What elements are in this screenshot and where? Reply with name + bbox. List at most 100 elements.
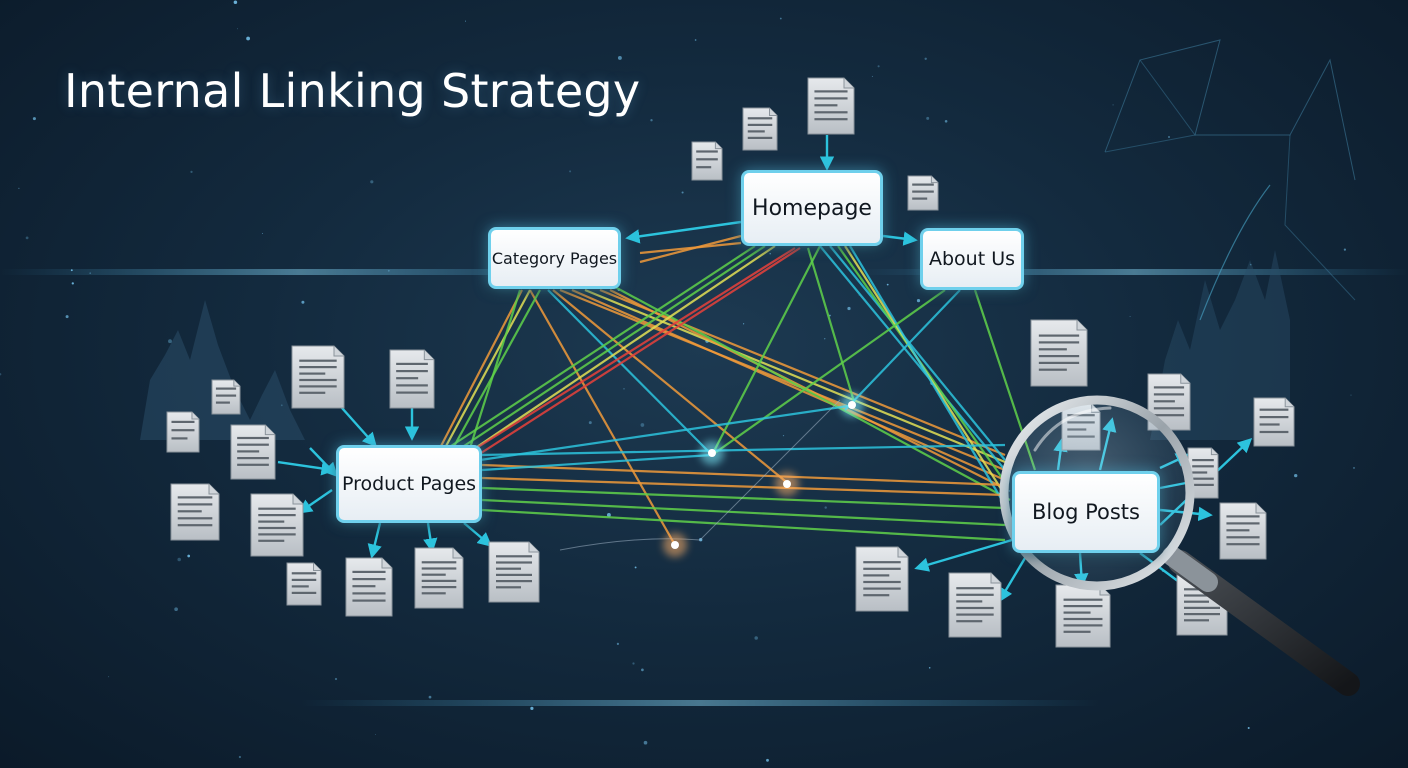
document-text-line: [1184, 619, 1209, 622]
link-line-orange: [439, 289, 523, 449]
star-dot: [743, 323, 745, 325]
document-text-line: [863, 567, 901, 570]
document-fold: [208, 484, 219, 495]
document-text-line: [299, 378, 337, 382]
link-line-cyan: [547, 289, 713, 456]
document-text-line: [237, 450, 260, 453]
star-dot: [301, 300, 305, 304]
document-text-line: [1038, 341, 1080, 344]
constellation: [1284, 134, 1356, 301]
star-dot: [616, 642, 620, 646]
document-icon: [414, 547, 464, 609]
link-line-yellow: [464, 245, 776, 456]
magnifier-collar: [1162, 546, 1218, 592]
document-text-line: [1153, 393, 1185, 396]
star-dot: [824, 506, 827, 509]
page-document-icons: [166, 77, 1295, 648]
junction-dot: [848, 401, 856, 409]
document-icon: [907, 175, 939, 211]
document-text-line: [1192, 483, 1214, 486]
star-dot: [588, 421, 592, 425]
link-line-cyan: [819, 245, 1006, 471]
link-line-yellow: [444, 289, 531, 449]
diagram-title: Internal Linking Strategy: [64, 64, 641, 118]
star-dot: [569, 170, 572, 173]
document-text-line: [956, 606, 994, 610]
star-dot: [650, 119, 653, 122]
document-text-line: [1192, 459, 1214, 462]
document-text-line: [291, 591, 317, 594]
document-text-line: [396, 377, 419, 380]
star-dot: [1353, 466, 1355, 469]
document-fold: [452, 548, 463, 559]
document-icon: [742, 107, 778, 151]
connector-arrow: [297, 489, 333, 514]
document-text-line: [421, 586, 457, 589]
link-line-green: [451, 289, 541, 451]
document-text-line: [1038, 368, 1067, 371]
document-text-line: [299, 372, 326, 375]
document-text-line: [1063, 611, 1091, 614]
star-dot: [428, 695, 432, 699]
document-icon: [691, 141, 723, 181]
document-fold: [381, 558, 392, 569]
document-icon: [855, 546, 909, 612]
document-icon: [807, 77, 855, 135]
document-text-line: [352, 570, 386, 573]
document-text-line: [1192, 465, 1214, 468]
link-line-orange: [552, 289, 791, 486]
document-text-line: [258, 507, 296, 510]
document-text-line: [291, 572, 317, 575]
star-dot: [681, 191, 684, 194]
star-dot: [926, 116, 930, 120]
document-text-line: [496, 586, 521, 589]
star-dot: [634, 566, 637, 569]
star-dot: [689, 430, 692, 432]
link-line-orange: [481, 463, 1006, 487]
document-text-line: [863, 561, 901, 564]
star-dot: [236, 28, 239, 30]
star-dot: [782, 435, 785, 437]
link-junction-glows: [663, 393, 864, 557]
document-text-line: [863, 574, 890, 577]
document-text-line: [299, 385, 337, 388]
document-text-line: [912, 190, 934, 193]
star-dot: [1343, 248, 1346, 251]
document-text-line: [814, 111, 848, 114]
node-blog-posts: Blog Posts: [1012, 471, 1160, 553]
star-dot: [0, 373, 2, 376]
connector-arrow: [998, 552, 1030, 603]
link-line-orange: [571, 288, 1006, 482]
link-line-red: [477, 247, 801, 456]
document-text-line: [237, 463, 269, 466]
light-streak: [0, 269, 600, 275]
document-fold: [1255, 503, 1266, 514]
document-text-line: [1226, 543, 1260, 546]
node-category-pages: Category Pages: [488, 227, 621, 289]
document-text-line: [1153, 407, 1185, 410]
document-text-line: [299, 359, 337, 362]
document-icon: [211, 379, 241, 415]
document-text-line: [258, 520, 285, 523]
link-line-cyan: [829, 245, 1006, 461]
document-text-line: [1184, 613, 1220, 616]
star-dot: [924, 57, 927, 60]
document-text-line: [1184, 594, 1220, 597]
document-text-line: [1038, 355, 1080, 358]
connector-arrow: [914, 538, 1013, 572]
document-text-line: [1063, 617, 1103, 621]
document-text-line: [496, 567, 521, 570]
link-line-green: [711, 289, 946, 456]
document-icon: [170, 483, 220, 541]
link-line-orange: [529, 289, 676, 546]
junction-dot: [783, 480, 791, 488]
star-dot: [694, 39, 697, 41]
star-dot: [928, 667, 931, 669]
star-dot: [643, 740, 648, 745]
document-text-line: [1153, 400, 1175, 403]
star-dot: [25, 236, 29, 240]
link-line-cyan: [849, 245, 1006, 506]
star-dot: [89, 272, 91, 274]
document-text-line: [177, 510, 202, 513]
